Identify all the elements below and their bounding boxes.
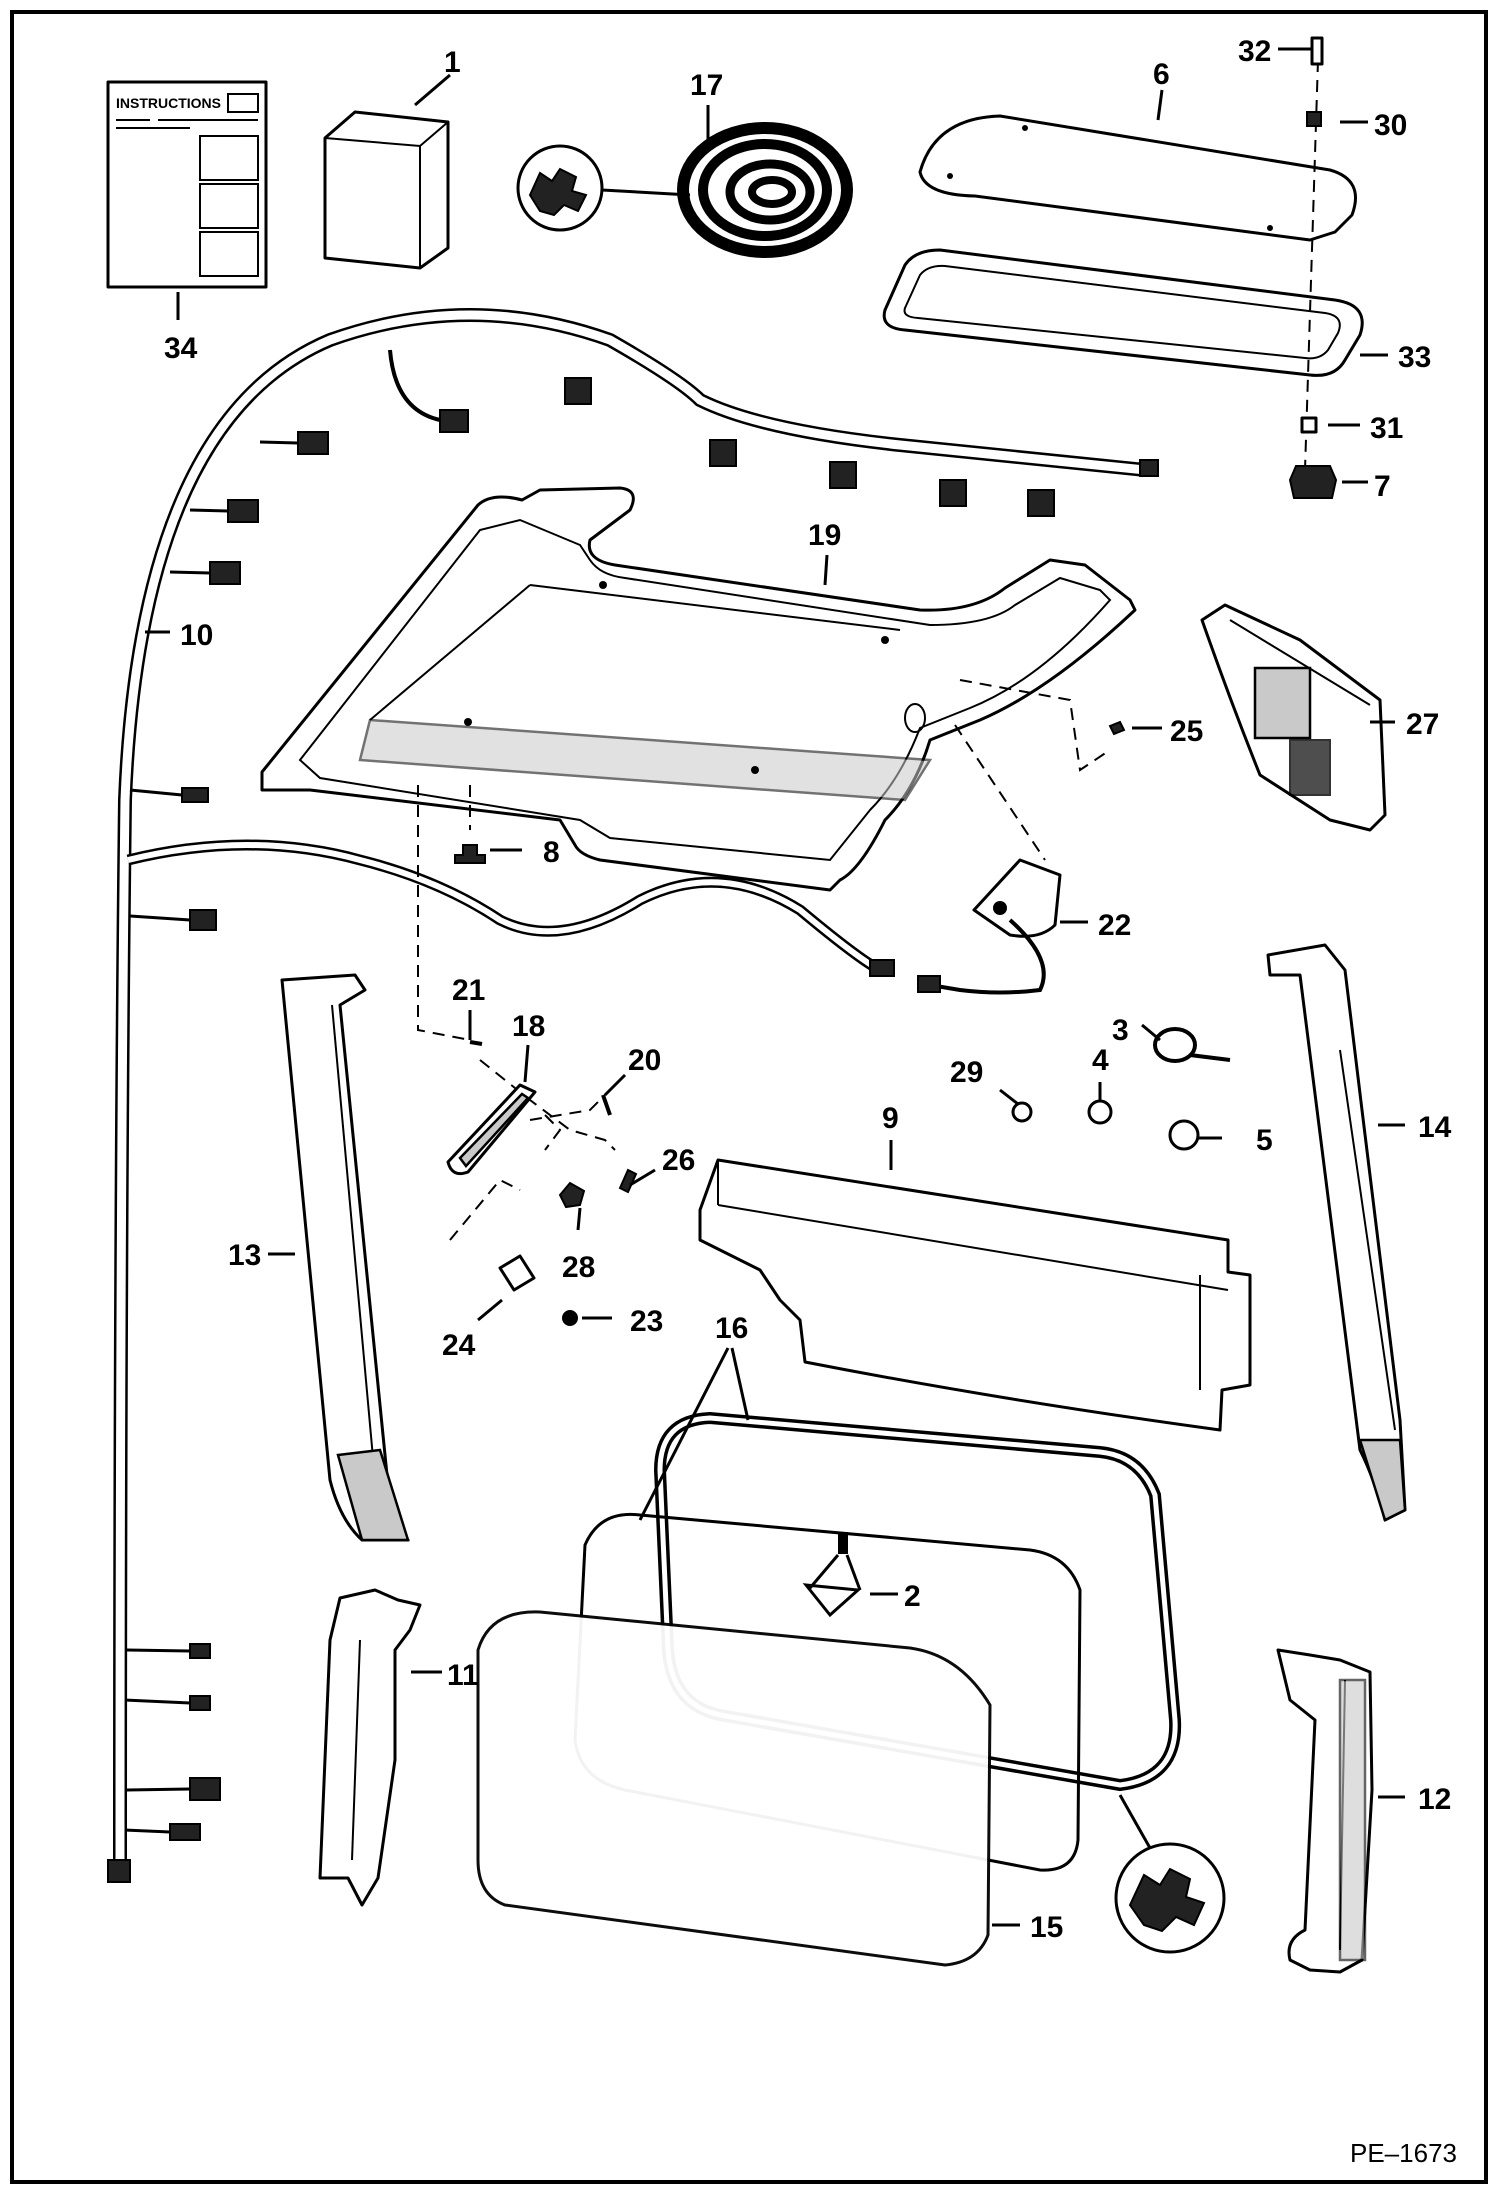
callout-12: 12 bbox=[1418, 1783, 1451, 1816]
headliner bbox=[260, 486, 1137, 892]
callout-8: 8 bbox=[543, 836, 560, 869]
callout-1: 1 bbox=[444, 46, 461, 79]
wiring-harness bbox=[107, 308, 1159, 1883]
callout-34: 34 bbox=[164, 332, 198, 365]
light-bracket bbox=[917, 858, 1062, 995]
callout-11: 11 bbox=[447, 1659, 479, 1692]
callout-17: 17 bbox=[690, 69, 723, 102]
seal-coil bbox=[516, 122, 853, 258]
callout-18: 18 bbox=[512, 1010, 545, 1043]
callout-10: 10 bbox=[180, 619, 213, 652]
callout-5: 5 bbox=[1256, 1124, 1273, 1157]
callout-26: 26 bbox=[662, 1144, 695, 1177]
instructions-booklet: INSTRUCTIONS bbox=[106, 80, 268, 289]
callout-27: 27 bbox=[1406, 708, 1439, 741]
callout-3: 3 bbox=[1112, 1014, 1129, 1047]
callout-33: 33 bbox=[1398, 341, 1431, 374]
callout-leaders bbox=[145, 47, 1405, 1927]
instructions-title: INSTRUCTIONS bbox=[116, 95, 221, 111]
roof-window-lid bbox=[918, 114, 1357, 242]
callout-30: 30 bbox=[1374, 109, 1407, 142]
document-code: PE–1673 bbox=[1350, 2138, 1457, 2168]
callout-28: 28 bbox=[562, 1251, 595, 1284]
callout-21: 21 bbox=[452, 974, 485, 1007]
fastener-8 bbox=[454, 844, 486, 864]
callout-29: 29 bbox=[950, 1056, 983, 1089]
callout-24: 24 bbox=[442, 1329, 476, 1362]
callout-9: 9 bbox=[882, 1102, 899, 1135]
callout-7: 7 bbox=[1374, 470, 1391, 503]
callout-15: 15 bbox=[1030, 1911, 1063, 1944]
screw-25 bbox=[1108, 720, 1126, 736]
pillar-trim-right bbox=[1266, 943, 1407, 1522]
callout-14: 14 bbox=[1418, 1111, 1452, 1144]
callout-23: 23 bbox=[630, 1305, 663, 1338]
callout-13: 13 bbox=[228, 1239, 261, 1272]
callout-labels: 1 2 3 4 5 6 7 8 9 10 11 12 13 14 15 16 1… bbox=[164, 35, 1452, 1944]
roof-window-seal bbox=[882, 248, 1364, 377]
callout-2: 2 bbox=[904, 1580, 921, 1613]
callout-32: 32 bbox=[1238, 35, 1271, 68]
callout-4: 4 bbox=[1092, 1044, 1109, 1077]
pillar-trim-left bbox=[280, 973, 410, 1542]
callout-16: 16 bbox=[715, 1312, 748, 1345]
overhead-console bbox=[1200, 603, 1387, 832]
callout-6: 6 bbox=[1153, 58, 1170, 91]
callout-19: 19 bbox=[808, 519, 841, 552]
kit-box bbox=[323, 110, 450, 270]
foam-panel bbox=[698, 1158, 1252, 1432]
callout-20: 20 bbox=[628, 1044, 661, 1077]
assembly-lines bbox=[417, 679, 1111, 1241]
callout-25: 25 bbox=[1170, 715, 1203, 748]
callout-31: 31 bbox=[1370, 412, 1403, 445]
dome-light bbox=[446, 1040, 638, 1326]
small-hardware bbox=[1011, 1027, 1231, 1151]
post-trim-right bbox=[1276, 1648, 1374, 1974]
callout-22: 22 bbox=[1098, 909, 1131, 942]
latch-hardware bbox=[1288, 36, 1338, 499]
seal-profile-detail bbox=[1114, 1794, 1226, 1954]
post-trim-left bbox=[318, 1588, 422, 1907]
